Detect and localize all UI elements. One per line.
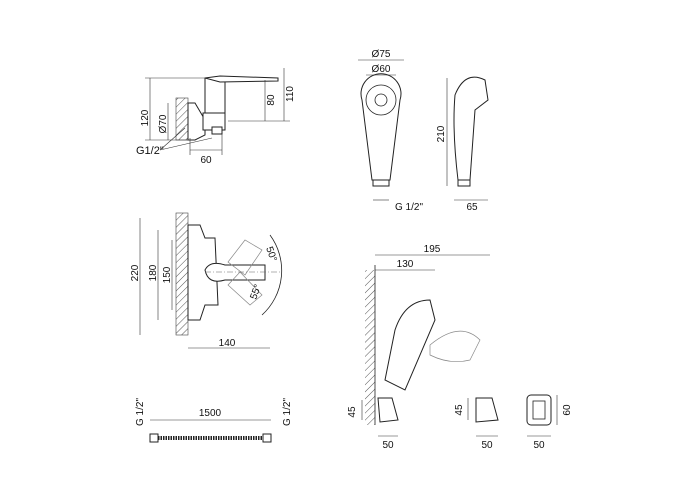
angle-down: 55°: [248, 283, 264, 301]
dim-220: 220: [130, 264, 141, 281]
dim-195: 195: [424, 244, 441, 255]
dim-60: 60: [562, 404, 573, 416]
holder-detail-front: 60 50: [526, 394, 573, 451]
angle-up: 50°: [263, 245, 279, 263]
dim-d70: Ø70: [158, 114, 169, 133]
mixer-front-view: 220 180 150 50° 55° 140: [130, 212, 283, 349]
mixer-side-view: 120 Ø70 G1/2" 60 80 110: [136, 68, 296, 166]
holder-detail-side: 45 50: [454, 397, 499, 451]
shower-hose: G 1/2" 1500 G 1/2": [135, 398, 293, 443]
thread-right: G 1/2": [282, 398, 293, 426]
dim-45: 45: [347, 406, 358, 418]
thread-left: G 1/2": [135, 398, 146, 426]
dim-d75: Ø75: [372, 49, 391, 60]
dim-50: 50: [382, 440, 394, 451]
dim-110: 110: [285, 86, 296, 102]
thread-label: G 1/2": [395, 202, 423, 213]
hand-shower-front: Ø75 Ø60 G 1/2": [358, 49, 423, 213]
thread-label: G1/2": [136, 145, 164, 157]
dim-d60: Ø60: [372, 64, 391, 75]
dim-50: 50: [533, 440, 545, 451]
dim-150: 150: [162, 266, 173, 283]
shower-on-holder: 195 130 45 50: [347, 244, 490, 451]
dim-130: 130: [397, 259, 414, 270]
dim-80: 80: [266, 94, 277, 106]
dim-45: 45: [454, 404, 465, 416]
dim-140: 140: [219, 338, 236, 349]
dim-120: 120: [140, 109, 151, 126]
dim-50: 50: [481, 440, 493, 451]
dim-60: 60: [200, 155, 212, 166]
dim-65: 65: [466, 202, 478, 213]
dim-180: 180: [148, 264, 159, 281]
dim-210: 210: [436, 125, 447, 142]
hose-length: 1500: [199, 408, 222, 419]
hand-shower-side: 210 65: [436, 76, 489, 213]
